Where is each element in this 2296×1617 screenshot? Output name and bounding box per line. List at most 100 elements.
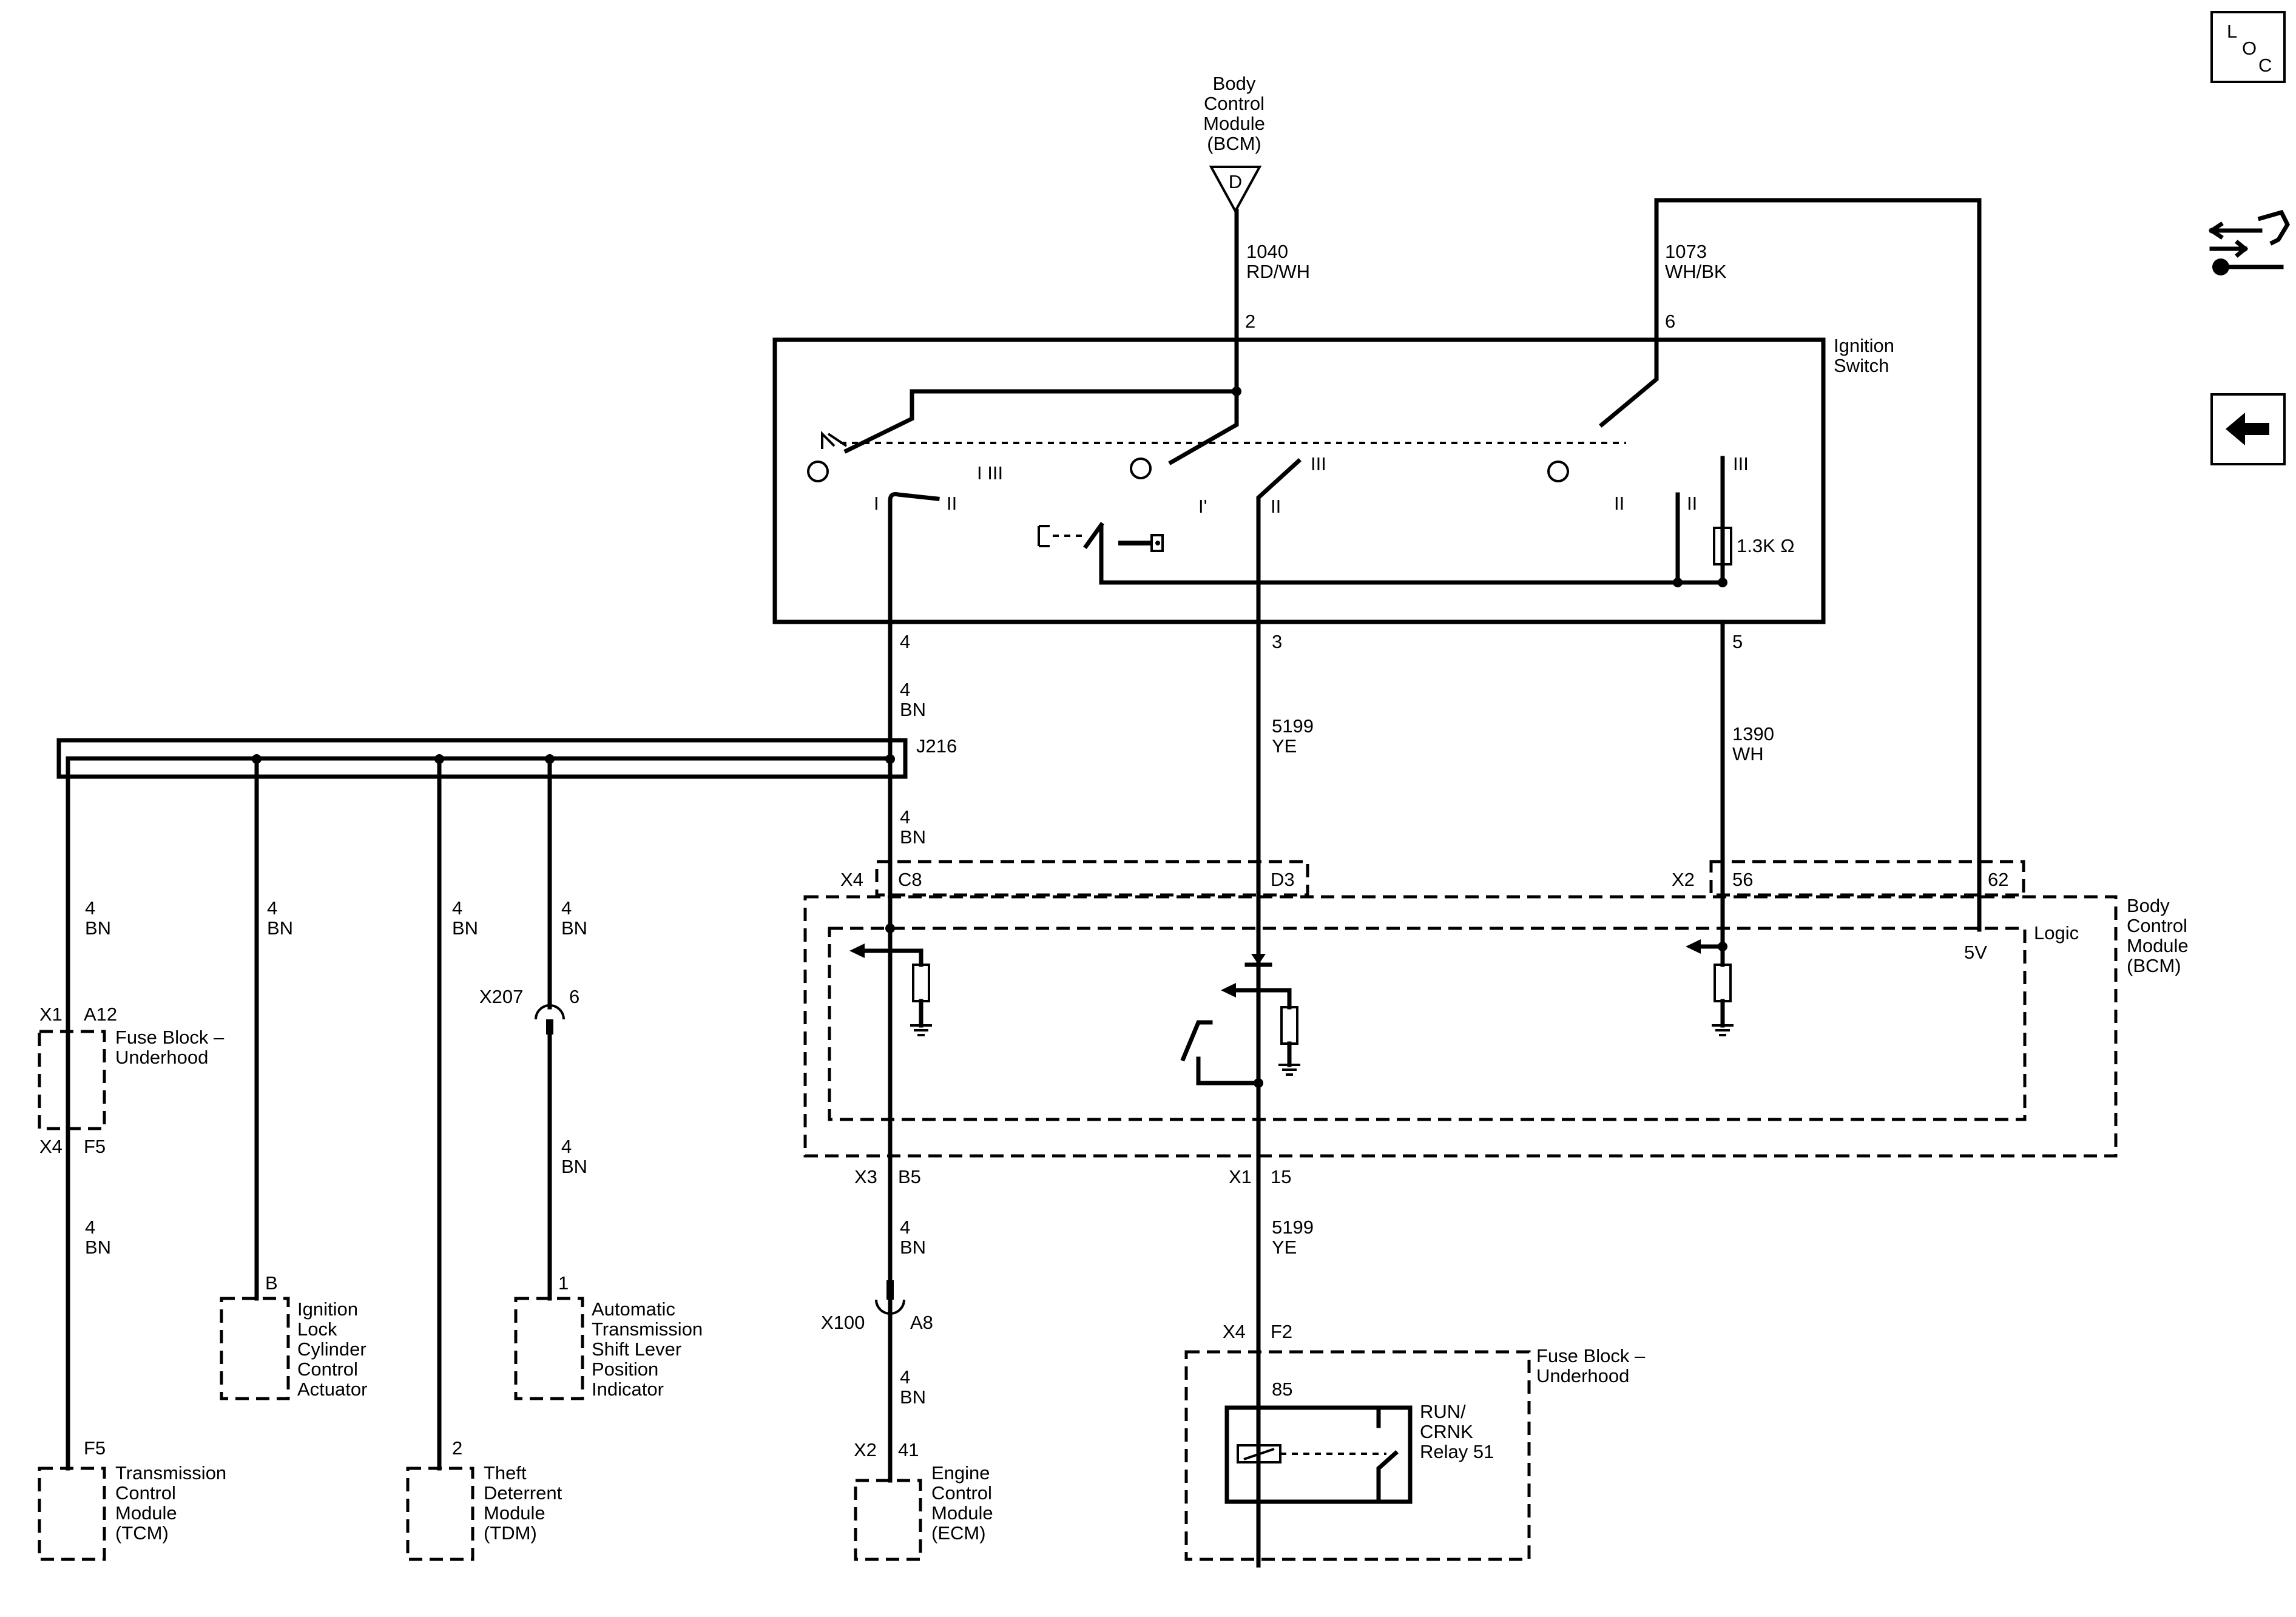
- bcm-top-terminal: Body Control Module (BCM) D: [1203, 73, 1265, 214]
- svg-text:Control: Control: [115, 1482, 176, 1504]
- svg-text:III: III: [1311, 453, 1326, 474]
- svg-text:X4: X4: [840, 869, 863, 890]
- svg-text:4: 4: [900, 806, 910, 828]
- svg-text:Control: Control: [297, 1359, 358, 1380]
- svg-text:4: 4: [900, 1366, 910, 1388]
- loc-icon: L: [2227, 21, 2237, 42]
- svg-text:A8: A8: [910, 1312, 933, 1333]
- svg-text:(TCM): (TCM): [115, 1522, 169, 1544]
- svg-text:Switch: Switch: [1834, 355, 1889, 376]
- svg-text:4: 4: [900, 631, 910, 652]
- svg-text:6: 6: [569, 986, 579, 1007]
- repair-icon[interactable]: [2209, 200, 2290, 279]
- svg-text:I III: I III: [977, 462, 1003, 484]
- ignition-switch: Ignition Switch 2 6 4 3 5: [772, 311, 1894, 652]
- svg-text:1: 1: [558, 1272, 569, 1294]
- svg-text:Transmission: Transmission: [115, 1462, 226, 1484]
- svg-text:B5: B5: [898, 1166, 921, 1187]
- svg-text:Theft: Theft: [484, 1462, 527, 1484]
- svg-text:YE: YE: [1272, 735, 1297, 757]
- svg-text:BN: BN: [900, 699, 926, 720]
- ground-icon: [1712, 1024, 1734, 1036]
- svg-text:6: 6: [1665, 311, 1675, 332]
- svg-text:Position: Position: [592, 1359, 658, 1380]
- svg-text:X1: X1: [1229, 1166, 1252, 1187]
- svg-text:X207: X207: [479, 986, 523, 1007]
- svg-text:X2: X2: [854, 1439, 877, 1460]
- svg-text:Ignition: Ignition: [297, 1298, 358, 1320]
- svg-text:3: 3: [1272, 631, 1282, 652]
- ilc-actuator: B Ignition Lock Cylinder Control Actuato…: [220, 1272, 367, 1400]
- svg-text:2: 2: [452, 1437, 462, 1459]
- svg-text:F5: F5: [84, 1136, 106, 1157]
- svg-text:Indicator: Indicator: [592, 1379, 664, 1400]
- svg-text:Shift Lever: Shift Lever: [592, 1338, 681, 1360]
- svg-text:(BCM): (BCM): [1207, 133, 1261, 154]
- svg-text:RD/WH: RD/WH: [1246, 261, 1310, 282]
- svg-text:2: 2: [1245, 311, 1255, 332]
- svg-text:Module: Module: [931, 1502, 993, 1524]
- svg-text:BN: BN: [85, 917, 111, 939]
- svg-text:Control: Control: [1204, 93, 1264, 114]
- x100-connector: X100 A8: [821, 1280, 933, 1333]
- svg-text:5199: 5199: [1272, 1217, 1314, 1238]
- svg-text:5: 5: [1732, 631, 1743, 652]
- splice-dots: [252, 754, 895, 764]
- svg-text:Deterrent: Deterrent: [484, 1482, 562, 1504]
- wiring: [56, 198, 1982, 1568]
- tdm-module: 2 Theft Deterrent Module (TDM): [406, 1437, 562, 1561]
- svg-text:(TDM): (TDM): [484, 1522, 537, 1544]
- resistor-icon: [1713, 527, 1732, 565]
- svg-text:II: II: [1614, 493, 1624, 514]
- ecm-module: X2 41 Engine Control Module (ECM): [854, 1439, 993, 1561]
- svg-text:X2: X2: [1672, 869, 1695, 890]
- svg-text:X4: X4: [1223, 1321, 1246, 1342]
- svg-text:BN: BN: [900, 1386, 926, 1408]
- svg-text:1.3K Ω: 1.3K Ω: [1737, 535, 1795, 556]
- svg-text:Engine: Engine: [931, 1462, 990, 1484]
- tcm-module: F5 Transmission Control Module (TCM): [38, 1437, 226, 1561]
- fuse-block-right: X4 F2 Fuse Block – Underhood 85 RUN/ CRN…: [1184, 1321, 1646, 1561]
- bcm-logic-label: Logic: [2034, 922, 2079, 944]
- svg-text:Automatic: Automatic: [592, 1298, 675, 1320]
- svg-text:F2: F2: [1271, 1321, 1292, 1342]
- svg-text:WH/BK: WH/BK: [1665, 261, 1727, 282]
- svg-text:(ECM): (ECM): [931, 1522, 986, 1544]
- svg-text:O: O: [2242, 38, 2257, 59]
- svg-text:CRNK: CRNK: [1420, 1421, 1473, 1442]
- svg-text:BN: BN: [900, 826, 926, 848]
- svg-text:15: 15: [1271, 1166, 1291, 1187]
- svg-text:I: I: [874, 493, 879, 514]
- svg-text:Control: Control: [931, 1482, 992, 1504]
- back-button[interactable]: [2210, 393, 2286, 465]
- svg-text:Fuse Block –: Fuse Block –: [115, 1027, 225, 1048]
- ground-icon: [910, 1024, 932, 1036]
- svg-text:RUN/: RUN/: [1420, 1401, 1466, 1422]
- relay-box: [1224, 1405, 1413, 1504]
- svg-text:BN: BN: [85, 1237, 111, 1258]
- svg-text:Relay 51: Relay 51: [1420, 1441, 1494, 1462]
- svg-text:BN: BN: [452, 917, 478, 939]
- bcm-module: X4 C8 D3 X2 56 62 Body Control Module (B…: [803, 860, 2189, 1187]
- x207-connector: X207 6: [479, 986, 579, 1035]
- svg-text:X4: X4: [39, 1136, 62, 1157]
- bcm-5v-label: 5V: [1964, 942, 1987, 963]
- loc-button[interactable]: L O C: [2210, 11, 2286, 83]
- svg-text:Body: Body: [2127, 895, 2170, 916]
- bcm-top-label: Body: [1213, 73, 1256, 94]
- svg-text:BN: BN: [267, 917, 293, 939]
- svg-text:YE: YE: [1272, 1237, 1297, 1258]
- svg-text:4: 4: [452, 897, 462, 919]
- svg-text:Fuse Block –: Fuse Block –: [1536, 1345, 1646, 1366]
- svg-text:II: II: [947, 493, 957, 514]
- svg-text:Transmission: Transmission: [592, 1318, 703, 1340]
- bcm-top-pin: D: [1229, 171, 1242, 192]
- svg-text:II: II: [1271, 496, 1281, 517]
- svg-text:F5: F5: [84, 1437, 106, 1459]
- svg-text:X3: X3: [854, 1166, 877, 1187]
- svg-text:III: III: [1733, 453, 1749, 474]
- svg-text:I': I': [1198, 496, 1207, 517]
- svg-text:A12: A12: [84, 1004, 117, 1025]
- svg-text:Module: Module: [484, 1502, 545, 1524]
